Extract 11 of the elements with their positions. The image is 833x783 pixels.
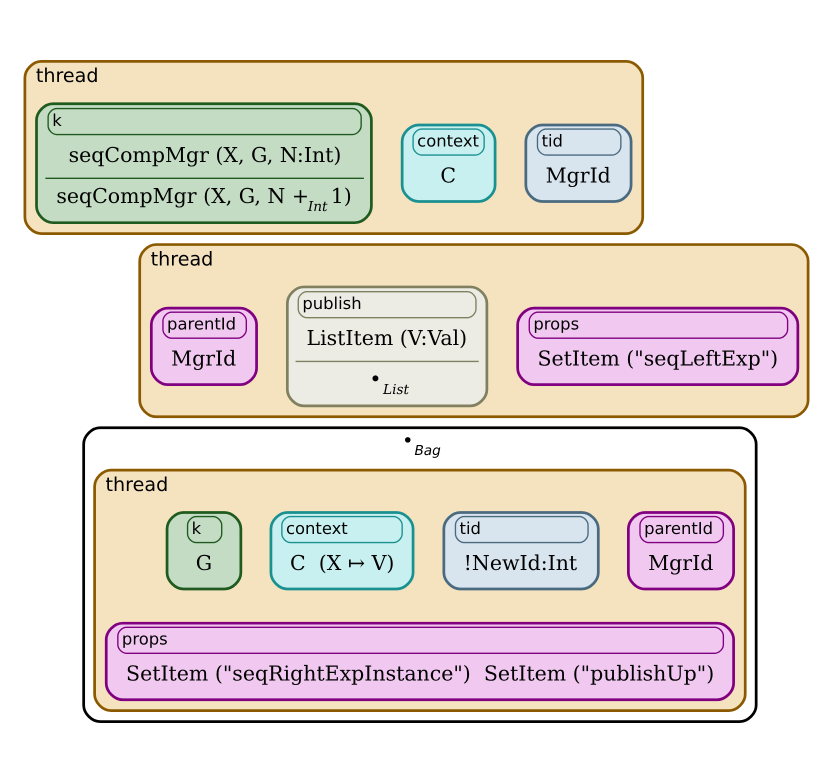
node-box: tid MgrId [524, 124, 632, 203]
node-box: props SetItem ("seqRightExpInstance") SetItem ("publishUp") [104, 622, 735, 702]
node-box: tid !NewId:Int [442, 511, 600, 590]
node-box: k G [166, 511, 242, 590]
node-box: k seqCompMgr (X, G, N:Int) seqCompMgr (X, G, N +$_{Int}$ 1) [35, 102, 373, 224]
node-box: context C (X ↦ V) [270, 511, 414, 590]
node-box: context C [400, 124, 496, 203]
node-box: props SetItem ("seqLeftExp") [516, 306, 800, 386]
node-box: parentId MgrId [627, 511, 735, 590]
node-box: parentId MgrId [150, 306, 258, 386]
node-box: publish ListItem (V:Val) •$_{List}$ [286, 286, 488, 408]
